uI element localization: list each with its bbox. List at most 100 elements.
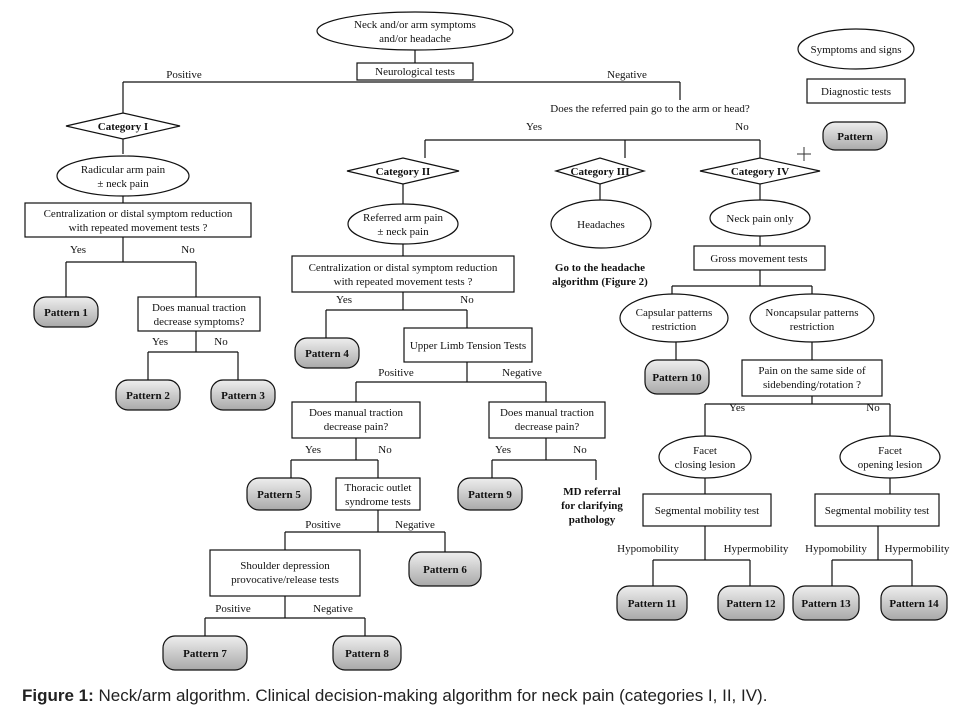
root-shape: [316, 11, 514, 51]
same-side-label-2: sidebending/rotation ?: [763, 379, 861, 391]
edge-referred-yes: Yes: [526, 121, 542, 133]
legend-symptoms-label: Symptoms and signs: [810, 44, 901, 56]
seg2-label: Segmental mobility test: [825, 505, 930, 517]
pattern-7-shape: [162, 635, 248, 671]
edge-ultt-positive: Positive: [378, 367, 414, 379]
legend-tests-shape: [806, 78, 906, 104]
gross-label: Gross movement tests: [710, 253, 807, 265]
same-side-shape: [741, 359, 883, 397]
capsular-label-1: Capsular patterns: [636, 307, 713, 319]
pattern-12-shape: [717, 585, 785, 621]
edge-traction3-no: No: [573, 444, 587, 456]
facet-close-shape: [658, 435, 752, 479]
ultt-shape: [403, 327, 533, 363]
pattern-14-label: Pattern 14: [889, 598, 939, 610]
edge-seg2-hypomobility: Hypomobility: [805, 543, 867, 555]
neck-only-label: Neck pain only: [726, 213, 794, 225]
edge-central2-no: No: [460, 294, 474, 306]
shoulder-label-2: provocative/release tests: [231, 574, 339, 586]
referred-arm-label-1: Referred arm pain: [363, 212, 444, 224]
pattern-13-label: Pattern 13: [801, 598, 851, 610]
pattern-10-label: Pattern 10: [652, 372, 702, 384]
neuro-shape: [356, 62, 474, 81]
edge-referred-no: No: [735, 121, 749, 133]
root-label-1: Neck and/or arm symptoms: [354, 19, 476, 31]
cat4-label: Category IV: [731, 166, 789, 178]
neck-only-shape: [709, 199, 811, 237]
edge-traction1-yes: Yes: [152, 336, 168, 348]
thoracic-label-1: Thoracic outlet: [345, 482, 412, 494]
pattern-1-label: Pattern 1: [44, 307, 88, 319]
pattern-10-shape: [644, 359, 710, 395]
traction2-shape: [291, 401, 421, 439]
central2-label-2: with repeated movement tests ?: [334, 276, 473, 288]
seg1-label: Segmental mobility test: [655, 505, 760, 517]
traction3-label-1: Does manual traction: [500, 407, 595, 419]
legend-tests-label: Diagnostic tests: [821, 86, 891, 98]
pattern-6-label: Pattern 6: [423, 564, 467, 576]
cat1-shape: [65, 112, 181, 140]
facet-close-label-2: closing lesion: [675, 459, 736, 471]
edge-traction2-yes: Yes: [305, 444, 321, 456]
root-label-2: and/or headache: [379, 33, 451, 45]
edge-traction1-no: No: [214, 336, 228, 348]
thoracic-label-2: syndrome tests: [345, 496, 411, 508]
pattern-8-shape: [332, 635, 402, 671]
edge-seg2-hypermobility: Hypermobility: [885, 543, 950, 555]
pattern-3-shape: [210, 379, 276, 411]
edge-central1-no: No: [181, 244, 195, 256]
edge-thoracic-positive: Positive: [305, 519, 341, 531]
facet-open-label-2: opening lesion: [858, 459, 923, 471]
edge-traction2-no: No: [378, 444, 392, 456]
cat2-shape: [346, 157, 460, 185]
crosshair-cursor-icon: [797, 147, 811, 161]
traction3-label-2: decrease pain?: [515, 421, 580, 433]
facet-close-label-1: Facet: [693, 445, 717, 457]
headaches-label: Headaches: [577, 219, 625, 231]
seg2-shape: [814, 493, 940, 527]
md-referral-label-2: for clarifying: [561, 500, 623, 512]
edge-ultt-negative: Negative: [502, 367, 542, 379]
edge-central2-yes: Yes: [336, 294, 352, 306]
same-side-label-1: Pain on the same side of: [758, 365, 866, 377]
headache-algo-label-1: Go to the headache: [555, 262, 645, 274]
pattern-13-shape: [792, 585, 860, 621]
traction1-label-2: decrease symptoms?: [154, 316, 245, 328]
pattern-12-label: Pattern 12: [726, 598, 776, 610]
pattern-6-shape: [408, 551, 482, 587]
seg1-shape: [642, 493, 772, 527]
cat3-shape: [553, 157, 647, 185]
central1-shape: [24, 202, 252, 238]
cat4-shape: [699, 157, 821, 185]
central1-label-2: with repeated movement tests ?: [69, 222, 208, 234]
pattern-5-shape: [246, 477, 312, 511]
caption-text: Neck/arm algorithm. Clinical decision-ma…: [93, 686, 768, 705]
md-referral-label-3: pathology: [569, 514, 616, 526]
neuro-label: Neurological tests: [375, 66, 455, 78]
traction2-label-2: decrease pain?: [324, 421, 389, 433]
edge-thoracic-negative: Negative: [395, 519, 435, 531]
traction3-shape: [488, 401, 606, 439]
traction1-shape: [137, 296, 261, 332]
noncapsular-label-1: Noncapsular patterns: [765, 307, 858, 319]
capsular-label-2: restriction: [652, 321, 697, 333]
pattern-11-shape: [616, 585, 688, 621]
central2-label-1: Centralization or distal symptom reducti…: [309, 262, 498, 274]
cat1-label: Category I: [98, 121, 148, 133]
central1-label-1: Centralization or distal symptom reducti…: [44, 208, 233, 220]
edge-seg1-hypermobility: Hypermobility: [724, 543, 789, 555]
radicular-label-2: ± neck pain: [97, 178, 149, 190]
edge-neuro-negative: Negative: [607, 69, 647, 81]
edge-same-side-yes: Yes: [729, 402, 745, 414]
noncapsular-shape: [749, 293, 875, 343]
legend-symptoms-shape: [797, 28, 915, 70]
pattern-9-label: Pattern 9: [468, 489, 512, 501]
legend-pattern-shape: [822, 121, 888, 151]
shoulder-label-1: Shoulder depression: [240, 560, 330, 572]
pattern-11-label: Pattern 11: [628, 598, 677, 610]
neck-arm-algorithm-diagram: Symptoms and signs Diagnostic tests Patt…: [24, 11, 950, 671]
md-referral-label-1: MD referral: [563, 486, 621, 498]
caption-label: Figure 1:: [22, 686, 94, 705]
traction2-label-1: Does manual traction: [309, 407, 404, 419]
node-shapes: [24, 11, 948, 671]
